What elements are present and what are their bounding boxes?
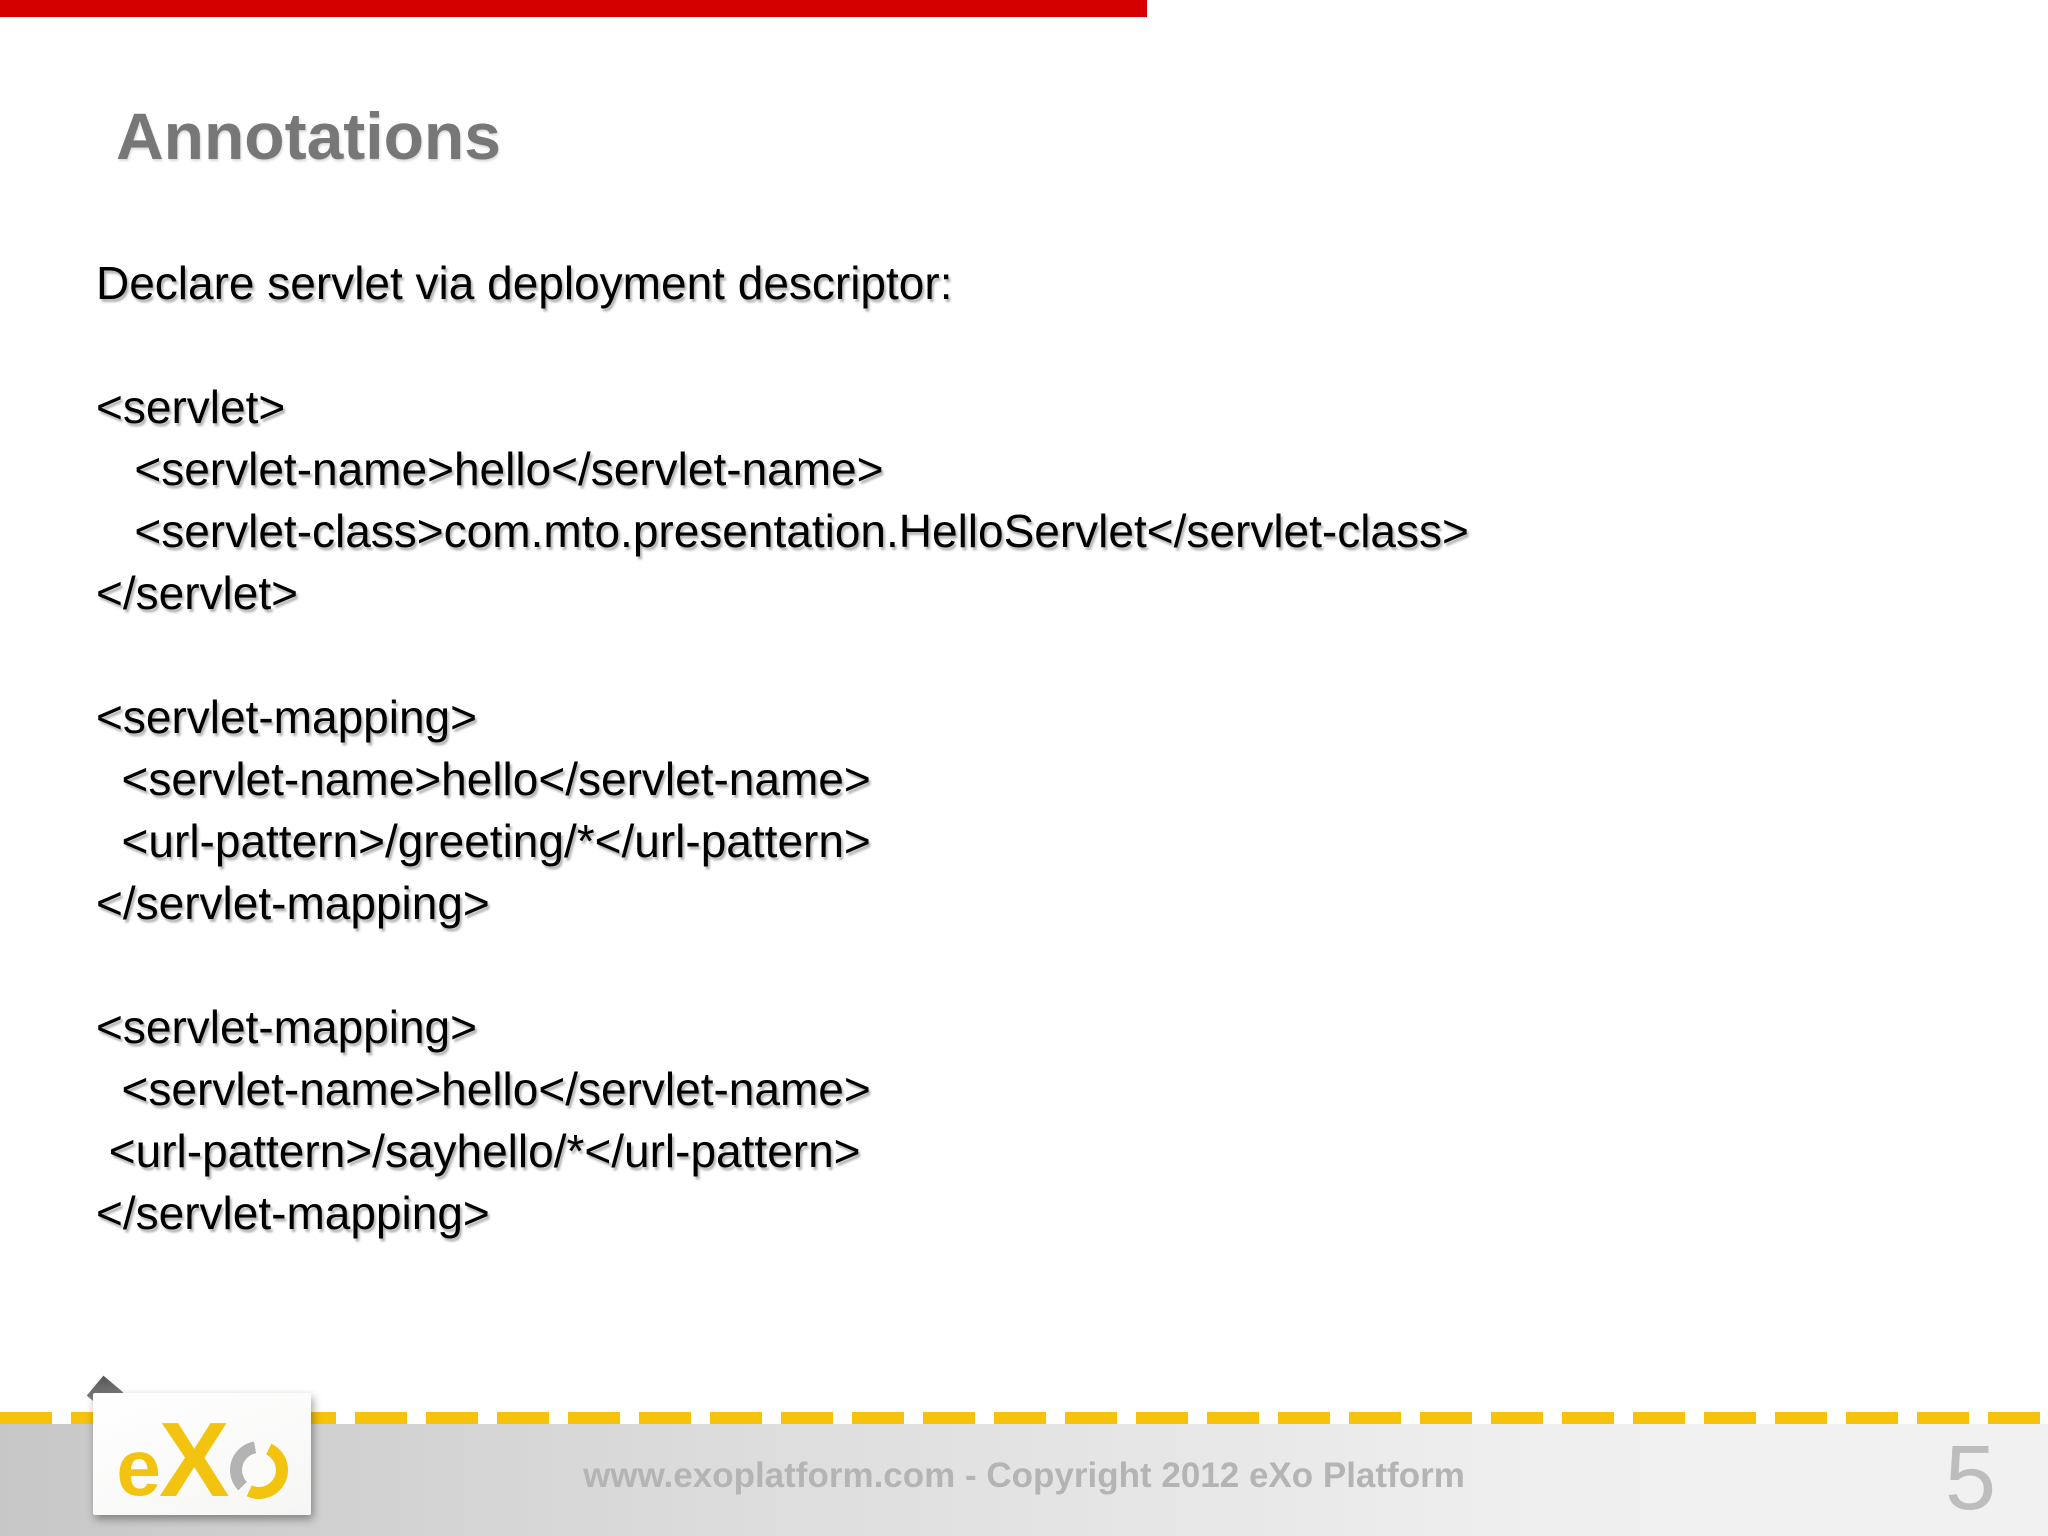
footer-dashed-line	[0, 1412, 2048, 1424]
code-line: <url-pattern>/greeting/*</url-pattern>	[96, 815, 871, 867]
code-line: <servlet-class>com.mto.presentation.Hell…	[96, 505, 1469, 557]
code-line: <servlet-mapping>	[96, 1001, 477, 1053]
code-line: </servlet-mapping>	[96, 1187, 490, 1239]
code-line: <servlet>	[96, 381, 286, 433]
page-title: Annotations	[116, 99, 501, 174]
footer-band	[0, 1424, 2048, 1536]
exo-logo-o-ring-icon	[229, 1441, 288, 1499]
page-number: 5	[1944, 1427, 1996, 1529]
code-line: <servlet-name>hello</servlet-name>	[96, 753, 871, 805]
code-line: <servlet-name>hello</servlet-name>	[96, 1063, 871, 1115]
blank-line	[96, 314, 1469, 376]
blank-line	[96, 934, 1469, 996]
footer-copyright: www.exoplatform.com - Copyright 2012 eXo…	[583, 1456, 1465, 1495]
exo-logo-letter-x: X	[158, 1400, 230, 1519]
top-red-strip	[0, 0, 1147, 17]
exo-logo: e X	[93, 1393, 311, 1515]
code-line: <servlet-name>hello</servlet-name>	[96, 443, 884, 495]
slide-body: Declare servlet via deployment descripto…	[96, 252, 1469, 1244]
code-line: <url-pattern>/sayhello/*</url-pattern>	[96, 1125, 861, 1177]
code-line: </servlet-mapping>	[96, 877, 490, 929]
blank-line	[96, 624, 1469, 686]
exo-logo-letter-e: e	[116, 1423, 161, 1513]
code-line: <servlet-mapping>	[96, 691, 477, 743]
code-line: </servlet>	[96, 567, 298, 619]
body-intro-line: Declare servlet via deployment descripto…	[96, 257, 953, 309]
